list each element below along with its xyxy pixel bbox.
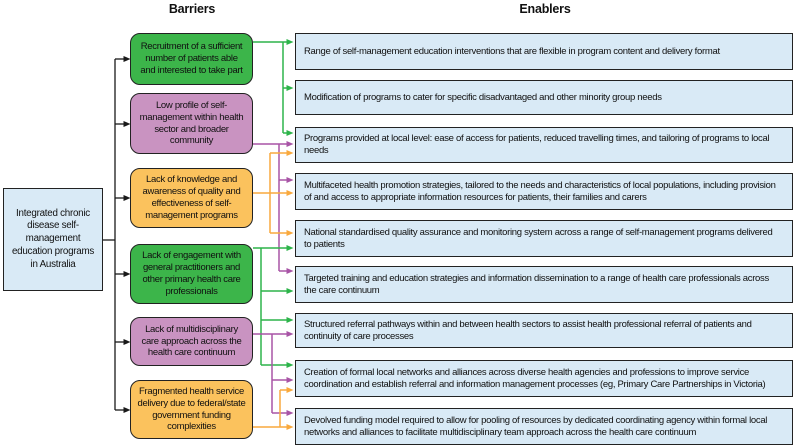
barrier-box-recruitment: Recruitment of a sufficient number of pa… [130, 33, 253, 85]
barrier-box-lack-of-engagement: Lack of engagement with general practiti… [130, 244, 253, 304]
enabler-box-health-promotion: Multifaceted health promotion strategies… [295, 173, 793, 210]
barrier-box-lack-of-multidisciplinary-care: Lack of multidisciplinary care approach … [130, 317, 253, 366]
column-header-barriers: Barriers [168, 2, 216, 16]
enabler-box-quality-assurance: National standardised quality assurance … [295, 220, 793, 257]
enabler-box-local-networks: Creation of formal local networks and al… [295, 360, 793, 397]
barrier-box-lack-of-knowledge: Lack of knowledge and awareness of quali… [130, 168, 253, 228]
enabler-box-local-programs: Programs provided at local level: ease o… [295, 127, 793, 163]
barrier-box-low-profile: Low profile of self-management within he… [130, 93, 253, 154]
enabler-box-flexible-interventions: Range of self-management education inter… [295, 33, 793, 70]
enabler-box-referral-pathways: Structured referral pathways within and … [295, 313, 793, 348]
column-header-enablers: Enablers [519, 2, 571, 16]
enabler-box-devolved-funding: Devolved funding model required to allow… [295, 408, 793, 445]
barrier-box-fragmented-delivery: Fragmented health service delivery due t… [130, 380, 253, 439]
enabler-box-program-modification: Modification of programs to cater for sp… [295, 80, 793, 115]
root-program-box: Integrated chronic disease self-manageme… [3, 188, 103, 291]
enabler-box-targeted-training: Targeted training and education strategi… [295, 266, 793, 303]
